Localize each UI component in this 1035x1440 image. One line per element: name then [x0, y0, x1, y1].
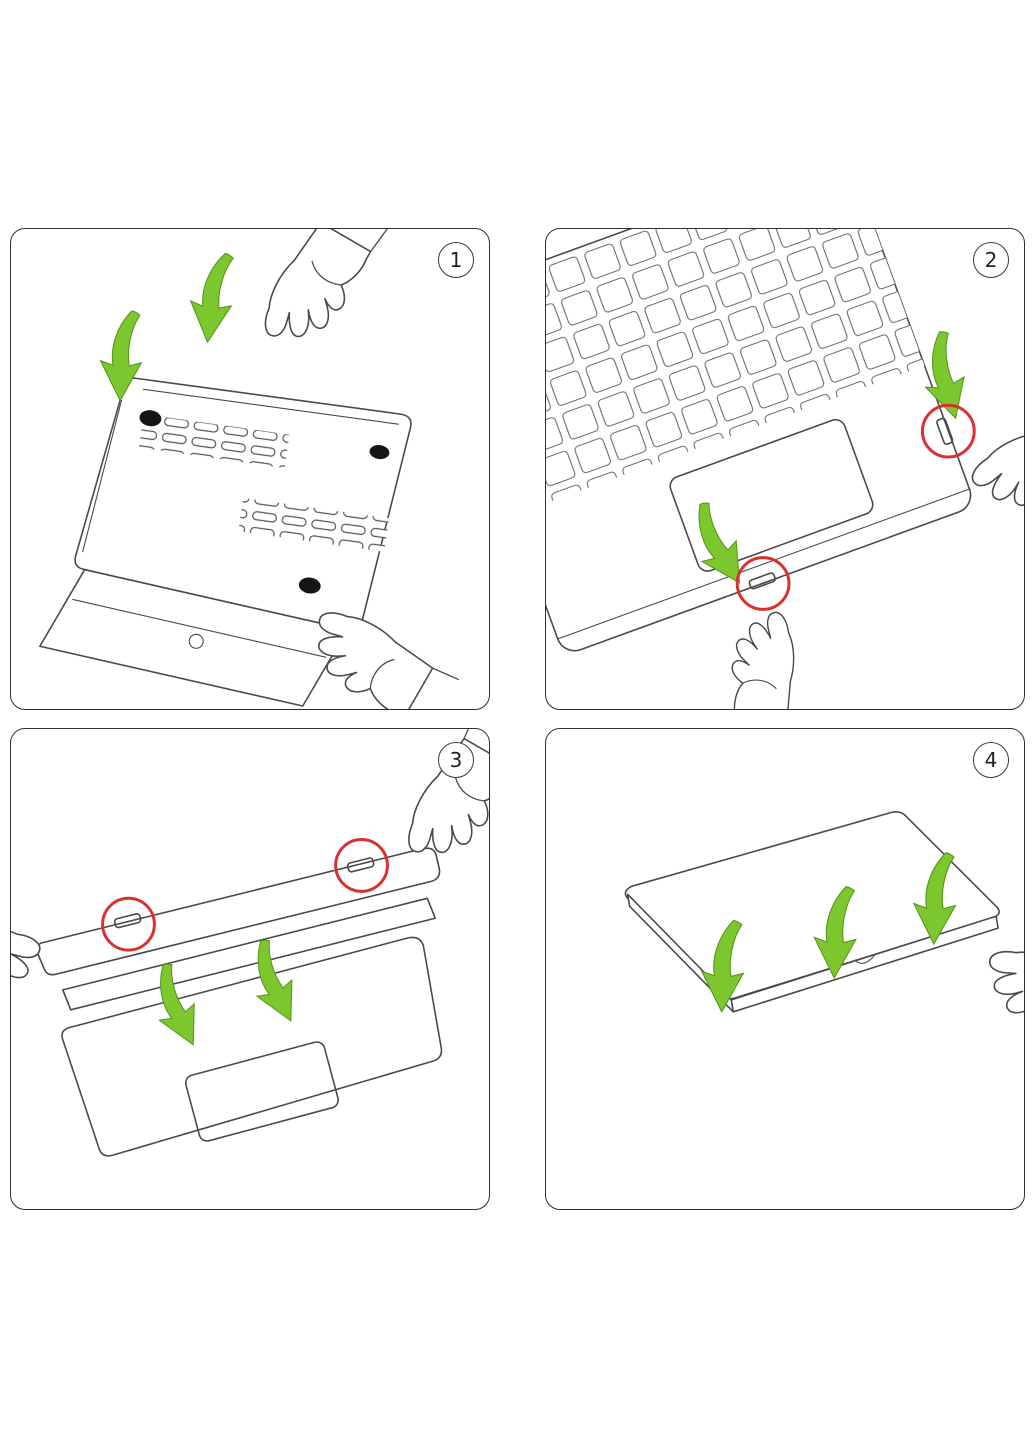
rubber-foot-dot	[298, 577, 321, 594]
step-3-illustration	[11, 729, 489, 1157]
logo-dot-icon	[188, 633, 204, 649]
hand-illustration-bottom	[731, 611, 795, 709]
step-number-badge: 4	[973, 742, 1009, 778]
case-clip	[346, 857, 375, 873]
trackpad-drawing	[669, 418, 874, 572]
step-panel-4: 4	[545, 728, 1025, 1210]
thumb-notch	[854, 953, 877, 964]
red-clip-circle	[920, 403, 976, 459]
rubber-foot-dot	[369, 445, 390, 460]
vent-slots	[238, 497, 390, 552]
laptop-keyboard-deck-drawing	[546, 229, 972, 652]
step-number-badge: 1	[438, 242, 474, 278]
step-number: 1	[449, 248, 463, 272]
step-number: 4	[984, 748, 998, 772]
green-arrow-icon	[183, 248, 241, 346]
hand-illustration-top	[252, 229, 388, 360]
step-panel-1: 1	[10, 228, 490, 710]
hand-illustration-left	[11, 927, 41, 998]
step-number-badge: 2	[973, 242, 1009, 278]
step-number: 3	[449, 748, 463, 772]
case-clip	[113, 913, 142, 929]
step-panel-3: 3	[10, 728, 490, 1210]
step-number-badge: 3	[438, 742, 474, 778]
trackpad-drawing	[184, 1041, 339, 1142]
step-panel-2: 2	[545, 228, 1025, 710]
laptop-body-drawing	[61, 936, 443, 1157]
step-2-illustration	[546, 229, 1024, 709]
laptop-screen-drawing	[61, 897, 437, 1011]
case-clip	[748, 572, 776, 590]
rubber-foot-dot	[139, 410, 162, 427]
keyboard-keys	[546, 229, 925, 509]
hand-illustration-right	[974, 939, 1024, 1053]
step-1-illustration	[39, 229, 462, 709]
laptop-bottom-case-drawing	[74, 377, 412, 631]
red-clip-circle	[101, 896, 156, 952]
red-clip-circle	[334, 838, 389, 893]
case-clip	[936, 417, 954, 445]
hand-illustration-right	[963, 398, 1024, 526]
step-number: 2	[984, 248, 998, 272]
vent-slots	[138, 414, 290, 469]
red-clip-circle	[735, 556, 791, 611]
steps-grid: 1 2	[10, 228, 1025, 1210]
step-4-illustration	[624, 810, 1024, 1053]
